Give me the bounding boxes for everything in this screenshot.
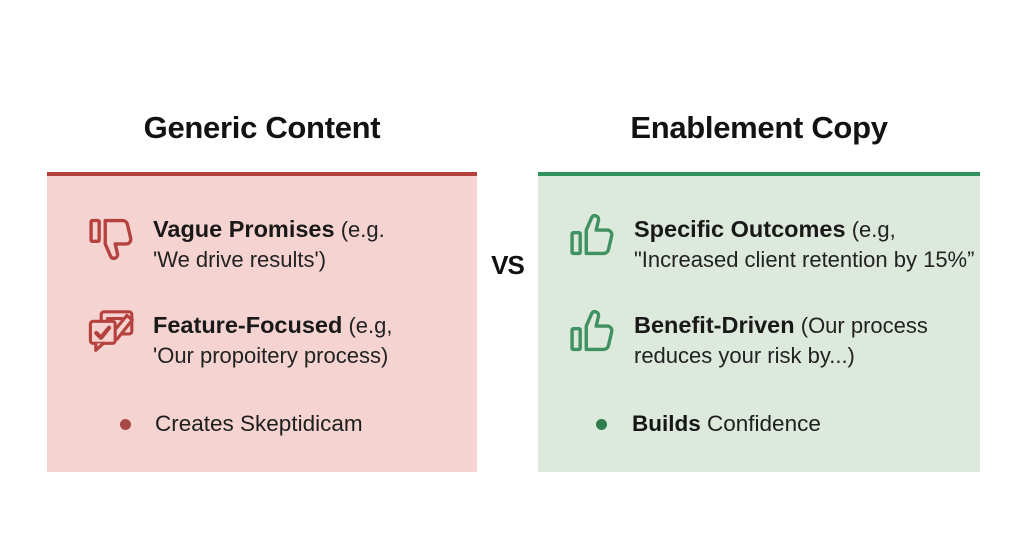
- item-qualifier: (e.g.: [334, 217, 385, 242]
- generic-content-panel: Vague Promises (e.g. 'We drive results')…: [47, 172, 477, 472]
- thumbs-up-icon: [566, 210, 620, 264]
- list-item: Vague Promises (e.g. 'We drive results'): [47, 212, 477, 275]
- bullet-dot-icon: [596, 418, 607, 430]
- enablement-copy-panel: Specific Outcomes (e.g, "Increased clien…: [538, 172, 980, 472]
- item-example: 'We drive results'): [153, 247, 327, 272]
- bullet-regular: Creates Skeptidicam: [155, 411, 363, 436]
- item-example: 'Our propoitery process): [153, 343, 389, 368]
- vs-label: VS: [491, 250, 525, 280]
- item-text: Specific Outcomes (e.g, "Increased clien…: [634, 212, 974, 275]
- bullet-dot-icon: [120, 418, 131, 430]
- item-qualifier: (Our process: [794, 313, 928, 338]
- bullet-item: Builds Confidence: [538, 411, 980, 437]
- bullet-text: Builds Confidence: [632, 411, 821, 437]
- item-qualifier: (e.g,: [845, 217, 896, 242]
- bullet-text: Creates Skeptidicam: [155, 411, 363, 437]
- bullet-bold: Builds: [632, 411, 701, 436]
- list-item: Specific Outcomes (e.g, "Increased clien…: [538, 212, 980, 275]
- item-term: Benefit-Driven: [634, 312, 795, 338]
- bullet-regular: Confidence: [700, 411, 821, 436]
- item-text: Feature-Focused (e.g, 'Our propoitery pr…: [153, 308, 392, 371]
- feedback-edit-icon: [85, 306, 139, 360]
- left-column-title: Generic Content: [143, 110, 381, 145]
- item-term: Feature-Focused: [153, 312, 343, 338]
- item-qualifier: (e.g,: [342, 313, 393, 338]
- item-text: Benefit-Driven (Our process reduces your…: [634, 308, 928, 371]
- item-example: "Increased client retention by 15%”: [634, 247, 975, 272]
- thumbs-down-icon: [85, 210, 139, 264]
- thumbs-up-icon: [566, 306, 620, 360]
- bullet-item: Creates Skeptidicam: [47, 411, 477, 437]
- item-text: Vague Promises (e.g. 'We drive results'): [153, 212, 385, 275]
- item-example: reduces your risk by...): [634, 343, 855, 368]
- right-column-title: Enablement Copy: [630, 110, 888, 145]
- item-term: Vague Promises: [153, 216, 335, 242]
- list-item: Feature-Focused (e.g, 'Our propoitery pr…: [47, 308, 477, 371]
- item-term: Specific Outcomes: [634, 216, 846, 242]
- list-item: Benefit-Driven (Our process reduces your…: [538, 308, 980, 371]
